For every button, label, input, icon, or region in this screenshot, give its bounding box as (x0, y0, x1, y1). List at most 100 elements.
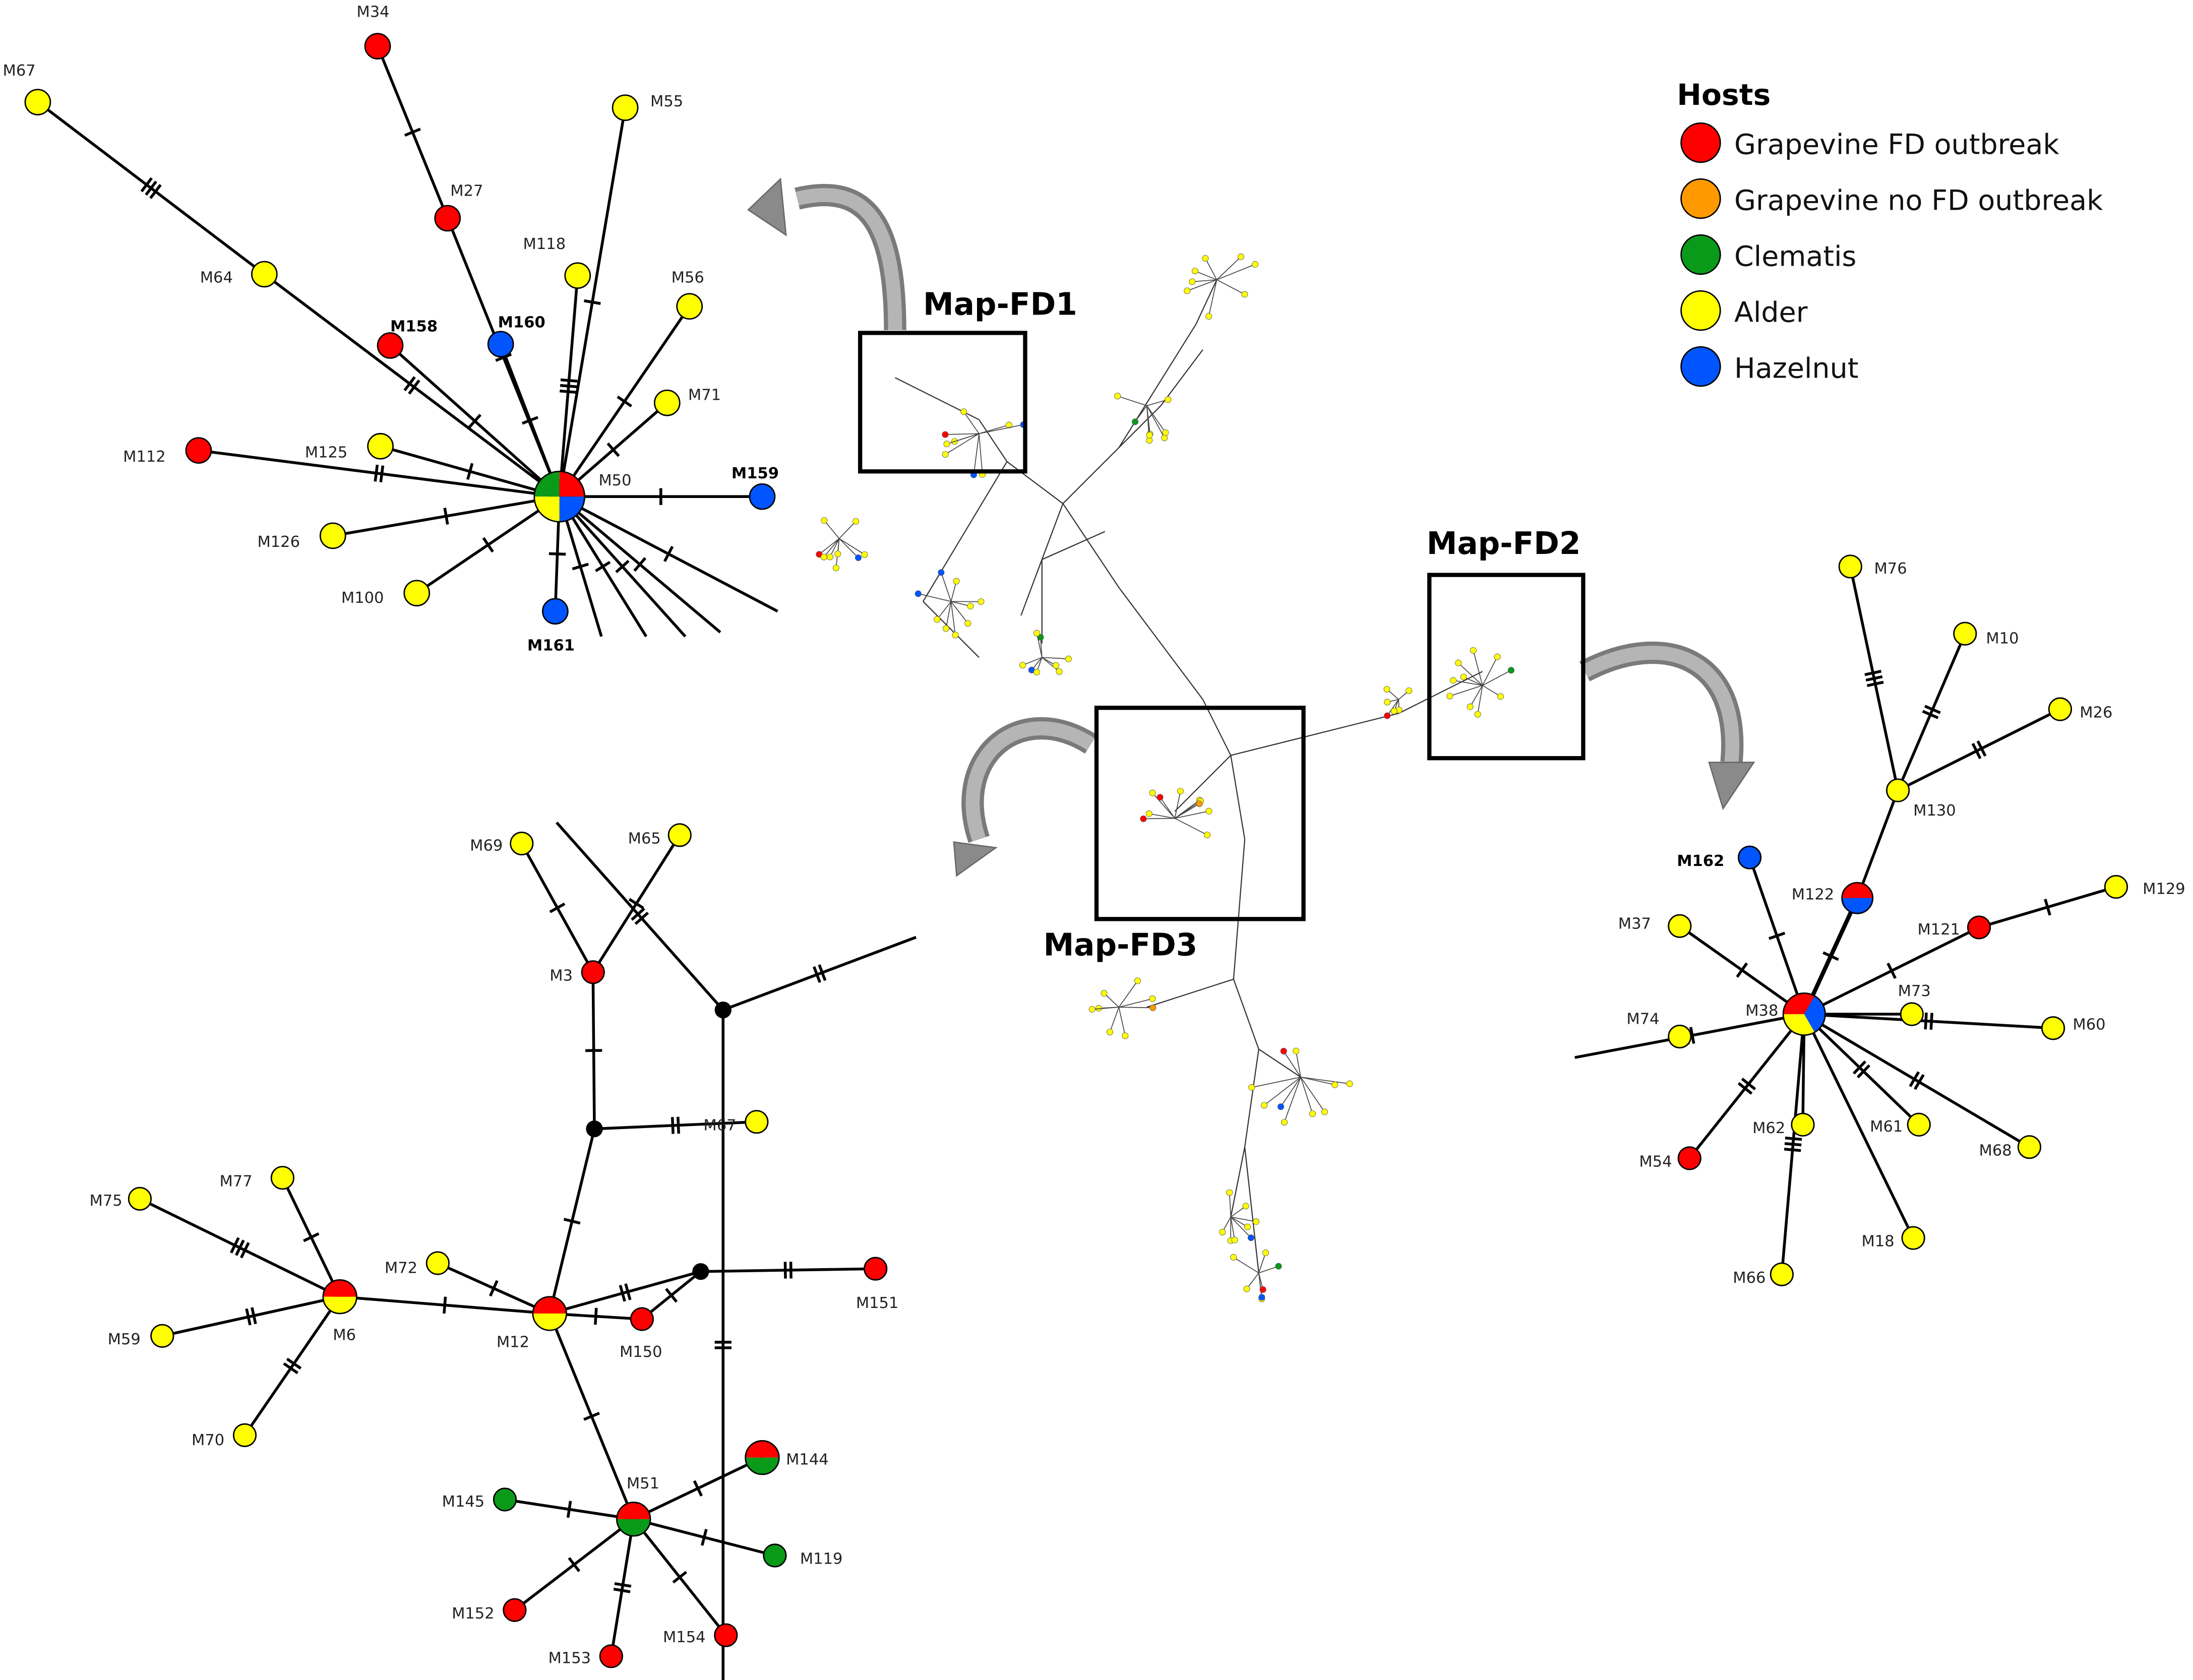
mutation-tick (549, 902, 566, 913)
zoom-arrow-head (747, 177, 787, 237)
mutation-tick (489, 1280, 499, 1297)
node-m121-fill (1967, 915, 1991, 940)
mutation-tick (619, 1284, 626, 1302)
zoom-arrow-highlight (965, 721, 1095, 842)
overview-node (826, 553, 833, 561)
node-label-m129: M129 (2143, 880, 2185, 898)
overview-node (967, 603, 974, 610)
mutation-tick (631, 907, 645, 921)
node-label-m62: M62 (1752, 1119, 1785, 1137)
overview-node (1474, 711, 1481, 718)
overview-edge (1195, 270, 1217, 280)
node-m76-fill (1838, 554, 1862, 579)
mutation-tick (1909, 1071, 1920, 1087)
mutation-tick (379, 465, 385, 482)
overview-node (1455, 659, 1462, 666)
mutation-tick (1865, 675, 1883, 682)
node-m77 (270, 1166, 294, 1190)
node-m126 (319, 522, 346, 549)
overview-edge (1062, 447, 1120, 504)
legend-label-alder: Alder (1734, 296, 1808, 329)
overview-edge (1109, 1007, 1120, 1032)
mutation-tick (594, 1308, 598, 1325)
overview-edge (1042, 531, 1106, 561)
mutation-tick (1769, 931, 1786, 940)
overview-edge (1119, 1007, 1153, 1009)
overview-edge (1040, 637, 1043, 658)
node-label-m74: M74 (1626, 1010, 1659, 1028)
network-edge (700, 1267, 876, 1273)
node-m37 (1668, 914, 1692, 938)
mutation-tick (628, 898, 644, 910)
overview-node (943, 441, 950, 448)
mutation-tick (1689, 1027, 1695, 1044)
node-m122 (1841, 882, 1874, 914)
node-m61-fill (1907, 1112, 1931, 1137)
overview-edge (946, 433, 980, 445)
map-fd1-callout: Map-FD1 (858, 286, 1077, 474)
node-m34 (364, 33, 391, 59)
node-m56-fill (676, 293, 703, 320)
mutation-tick (560, 384, 577, 389)
overview-edge (1216, 264, 1255, 280)
node-m125-fill (367, 432, 394, 460)
mutation-tick (624, 1283, 632, 1300)
node-m10-fill (1953, 621, 1977, 646)
node-m152 (503, 1598, 527, 1622)
overview-node (1259, 1286, 1266, 1293)
node-m145 (493, 1487, 517, 1512)
overview-node (1346, 1080, 1353, 1087)
zoom-arrow-head (953, 841, 998, 877)
network-edge (1803, 1013, 1915, 1239)
overview-edge (918, 593, 951, 602)
overview-node (1470, 647, 1477, 654)
node-m74-fill (1668, 1024, 1692, 1049)
overview-edge (1146, 405, 1150, 435)
overview-edge (950, 601, 968, 624)
overview-node (1132, 418, 1139, 425)
zoom-arrow-body (795, 183, 906, 330)
overview-edge (1205, 258, 1217, 280)
zoom-arrow-highlight (796, 188, 902, 330)
mutation-tick (614, 1582, 632, 1588)
node-label-m73: M73 (1898, 982, 1931, 1000)
median-vector-node (692, 1263, 709, 1280)
node-m70-fill (232, 1423, 257, 1447)
node-m64 (251, 261, 278, 288)
node-label-m60: M60 (2073, 1016, 2105, 1034)
node-label-m76: M76 (1874, 560, 1907, 578)
overview-edge (1143, 818, 1175, 820)
map-fd1-title: Map-FD1 (923, 286, 1077, 322)
overview-node (1331, 1081, 1338, 1088)
node-m130 (1886, 778, 1910, 802)
mutation-tick (1886, 962, 1897, 979)
node-label-m3: M3 (550, 967, 573, 984)
node-m152-fill (503, 1598, 527, 1622)
overview-edge (1208, 279, 1217, 317)
overview-edge (937, 601, 952, 620)
network-edge (263, 273, 561, 498)
overview-edge (1062, 503, 1120, 588)
node-m62 (1791, 1112, 1815, 1137)
overview-edge (1470, 685, 1483, 707)
node-m76 (1838, 554, 1862, 579)
mutation-tick (443, 508, 449, 525)
node-label-m69: M69 (470, 837, 503, 854)
node-m18 (1901, 1226, 1925, 1250)
overview-edge (1449, 685, 1483, 697)
overview-edge (1036, 633, 1043, 658)
overview-node (1248, 1084, 1255, 1091)
overview-edge (1152, 792, 1175, 819)
overview-edge (1231, 1216, 1256, 1222)
node-label-m67b: M67 (703, 1116, 736, 1134)
node-label-m38: M38 (1745, 1002, 1778, 1020)
map-fd1-box (858, 331, 1027, 474)
zoom-arrow-head (1708, 762, 1755, 811)
overview-edge (1283, 1050, 1301, 1078)
network-edge (610, 1519, 635, 1657)
mutation-tick (482, 537, 494, 553)
node-m159-fill (749, 483, 776, 510)
node-m75 (128, 1187, 152, 1211)
